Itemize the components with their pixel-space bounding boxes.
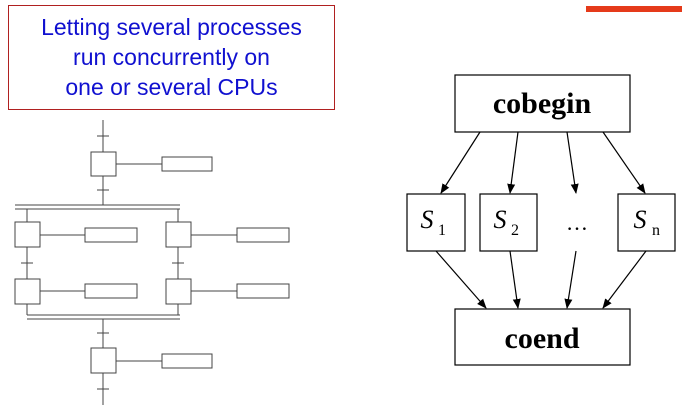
task-label-2-sub: 2 [511,222,519,239]
arrow-s1-coend [435,250,487,309]
arrow-dots-coend [564,250,577,309]
grafcet-action-left-1 [84,227,138,243]
arrow-s2-coend [509,250,521,309]
accent-bar [586,6,682,12]
arrow-cobegin-dots [566,131,579,194]
task-label-n-base: S [634,205,647,234]
task-label-ellipsis: … [566,210,588,235]
coend-label: coend [505,322,580,355]
grafcet-action-top [161,156,213,172]
task-box-1 [406,193,466,252]
arrow-cobegin-s1 [440,131,481,194]
arrow-sn-coend [602,250,647,309]
caption-line-1: Letting several processes [41,14,302,40]
arrow-cobegin-sn [602,131,646,194]
task-label-n-sub: n [652,222,660,239]
task-box-n [617,193,676,252]
grafcet-action-right-1 [236,227,290,243]
caption-box: Letting several processes run concurrent… [8,5,335,110]
cobegin-label: cobegin [493,87,592,120]
grafcet-action-right-2 [236,283,290,299]
cobegin-box [454,74,631,133]
caption-line-2: run concurrently on [73,44,270,70]
grafcet-action-left-2 [84,283,138,299]
coend-box [454,308,631,366]
caption-line-3: one or several CPUs [65,74,278,100]
task-label-1-sub: 1 [438,222,446,239]
grafcet-action-bottom [161,353,213,369]
task-label-1-base: S [421,205,434,234]
task-label-2-base: S [494,205,507,234]
arrow-cobegin-s2 [507,131,519,194]
task-box-2 [479,193,538,252]
